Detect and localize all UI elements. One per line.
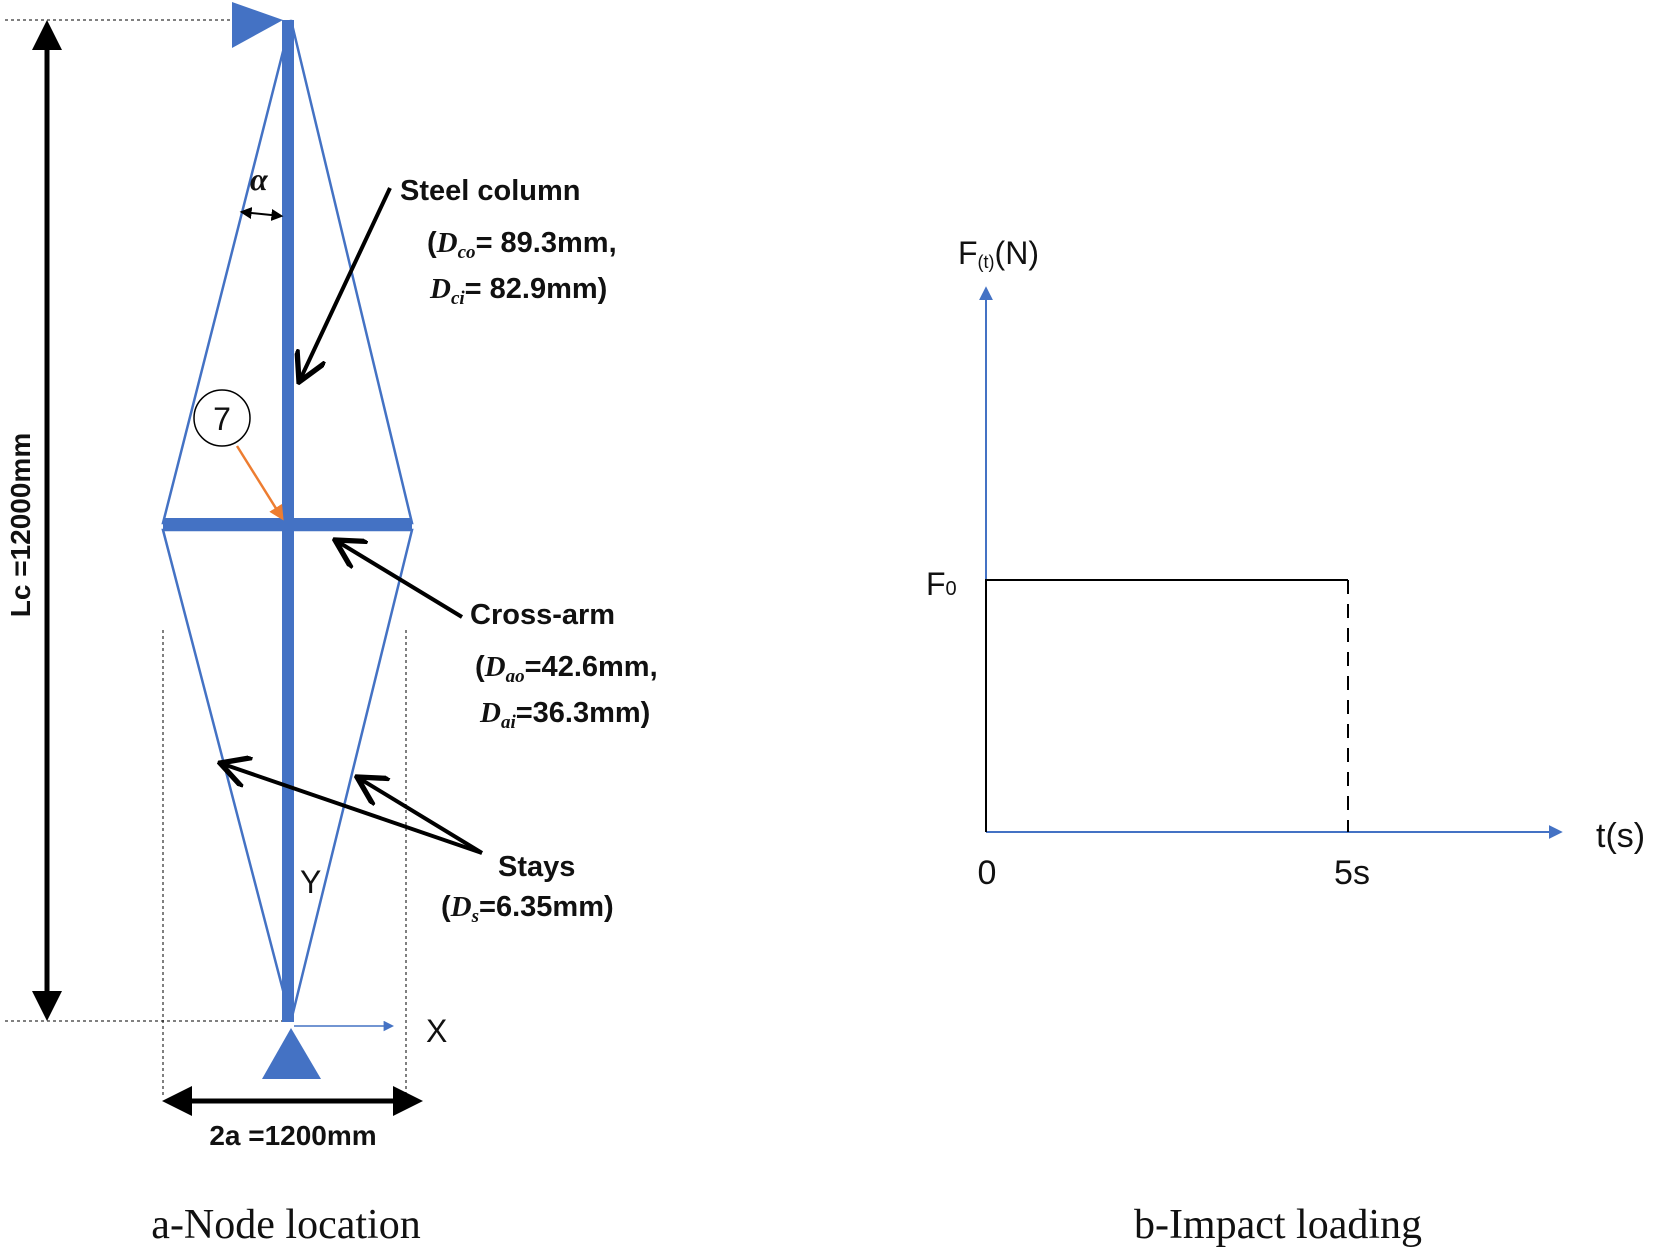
force-axis-label: F(t)(N) bbox=[958, 235, 1039, 272]
cross-arm bbox=[163, 518, 412, 530]
width-label: 2a =1200mm bbox=[209, 1120, 376, 1151]
panel-b-caption: b-Impact loading bbox=[1134, 1202, 1422, 1248]
column-title: Steel column bbox=[400, 175, 581, 207]
panel-a-structure: X Y Lc =12000mm 2a =1200mm α 7 Steel col… bbox=[5, 2, 658, 1248]
bottom-support-icon bbox=[262, 1028, 321, 1079]
stays-title: Stays bbox=[498, 851, 575, 883]
stays-diameter: (Ds=6.35mm) bbox=[441, 891, 614, 927]
angle-arrow bbox=[239, 207, 284, 221]
crossarm-title: Cross-arm bbox=[470, 599, 615, 631]
x-axis-label: X bbox=[426, 1013, 447, 1049]
panel-b-impact-loading: F(t)(N) F0 t(s) 0 5s b-Impact loading bbox=[926, 235, 1645, 1248]
top-support-icon bbox=[232, 2, 283, 48]
node-marker bbox=[193, 389, 251, 447]
crossarm-outer-diameter: (Dao=42.6mm, bbox=[475, 651, 658, 687]
pulse-end-label: 5s bbox=[1334, 854, 1370, 892]
origin-label: 0 bbox=[978, 854, 997, 892]
column-outer-diameter: (Dco= 89.3mm, bbox=[427, 227, 617, 263]
node-number: 7 bbox=[213, 401, 231, 437]
load-level-label: F0 bbox=[926, 566, 957, 602]
column-pointer-arrow bbox=[299, 187, 392, 382]
node-pointer-arrow bbox=[235, 445, 284, 521]
time-axis-label: t(s) bbox=[1596, 817, 1645, 855]
crossarm-inner-diameter: Dai=36.3mm) bbox=[479, 697, 650, 733]
panel-a-caption: a-Node location bbox=[151, 1202, 420, 1248]
angle-symbol: α bbox=[250, 161, 269, 197]
stays-pointer-left bbox=[220, 763, 483, 855]
height-label: Lc =12000mm bbox=[5, 433, 36, 617]
load-pulse bbox=[985, 579, 1348, 832]
y-axis-label: Y bbox=[300, 864, 321, 900]
crossarm-pointer-arrow bbox=[335, 540, 464, 619]
column-inner-diameter: Dci= 82.9mm) bbox=[429, 273, 607, 309]
stays-pointer-right bbox=[357, 777, 484, 855]
